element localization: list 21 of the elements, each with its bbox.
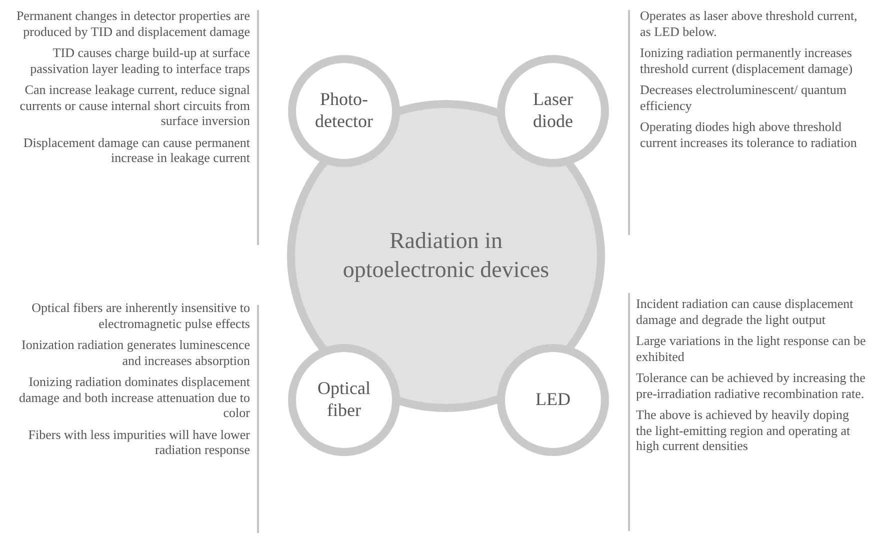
node-label: Photo- detector bbox=[314, 89, 374, 133]
node-label: Radiation in optoelectronic devices bbox=[342, 227, 550, 284]
node-label: Laser diode bbox=[532, 89, 574, 133]
note-text: Ionizing radiation dominates displacement damage and both increase attenuation due to color bbox=[18, 374, 250, 420]
note-text: Fibers with less impurities will have lower radiation response bbox=[27, 426, 250, 458]
note-text: Tolerance can be achieved by increasing the pre-irradiation radiative recombination rate. bbox=[636, 370, 866, 401]
note-text: Can increase leakage current, reduce signal currents or cause internal short circuits from surface inversion bbox=[18, 82, 250, 128]
note-text: Ionizing radiation permanently increases threshold current (displacement damage) bbox=[640, 45, 854, 76]
note-text: Incident radiation can cause displacement damage and degrade the light output bbox=[636, 296, 854, 327]
note-text: Optical fibers are inherently insensitive to electromagnetic pulse effects bbox=[30, 300, 250, 331]
note-text: Operates as laser above threshold current, as LED below. bbox=[640, 8, 858, 39]
node-label: Optical fiber bbox=[316, 378, 372, 422]
note-text: Decreases electroluminescent/ quantum efficiency bbox=[640, 82, 848, 113]
note-text: Large variations in the light response can be exhibited bbox=[636, 333, 867, 364]
note-text: TID causes charge build-up at surface passivation layer leading to interface traps bbox=[29, 45, 250, 76]
note-text: Ionization radiation generates luminescence and increases absorption bbox=[20, 337, 250, 368]
node-label: LED bbox=[534, 389, 572, 411]
note-text: Displacement damage can cause permanent increase in leakage current bbox=[22, 134, 250, 166]
note-text: The above is achieved by heavily doping the light-emitting region and operating at high current densities bbox=[636, 407, 852, 454]
note-text: Operating diodes high above threshold current increases its tolerance to radiation bbox=[640, 119, 858, 150]
note-text: Permanent changes in detector properties are produced by TID and displacement damage bbox=[15, 8, 250, 39]
